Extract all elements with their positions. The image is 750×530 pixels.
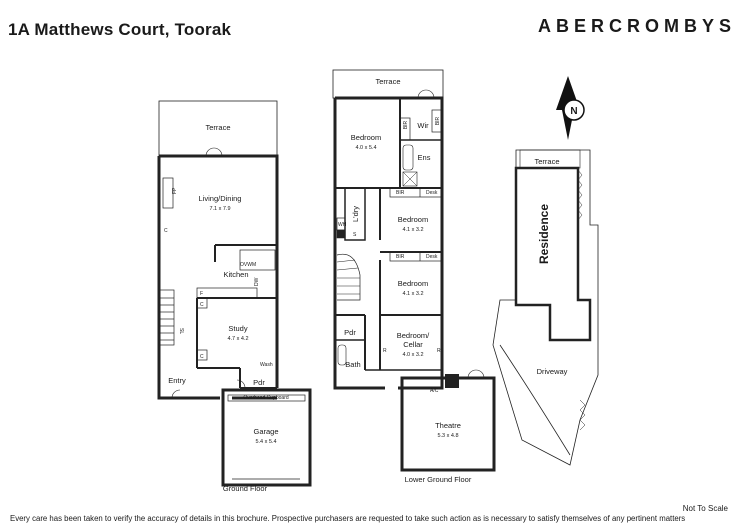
- gf-overhead-label: Overhead Cupboard: [243, 395, 289, 401]
- site-driveway-edge: [499, 344, 571, 456]
- north-arrow-icon: N: [556, 76, 585, 140]
- gf-ovwm-label: OVWM: [240, 262, 256, 268]
- disclaimer-text: Every care has been taken to verify the …: [10, 514, 686, 523]
- lg-bir3-label: BIR: [403, 120, 409, 129]
- lg-wh-label: WH: [338, 222, 347, 228]
- gf-living-label: Living/Dining: [199, 194, 242, 203]
- agency-logo: ABERCROMBYS: [537, 16, 736, 36]
- lg-theatre-label: Theatre: [435, 421, 461, 430]
- gf-entry-door: [171, 389, 181, 399]
- lg-bir1-label: BIR: [396, 190, 405, 196]
- gf-cupboard-1: [196, 297, 208, 309]
- gf-sl-label: SL: [178, 328, 184, 334]
- lg-bir2-label: BIR: [396, 254, 405, 260]
- gf-garage-label: Garage: [253, 427, 278, 436]
- lg-wir-label: Wir: [417, 121, 429, 130]
- lg-desk2-label: Desk: [426, 254, 438, 260]
- gf-kitchen-bench: [196, 287, 258, 299]
- lg-bedroom3-label: Bedroom: [398, 279, 428, 288]
- gf-c2-label: C: [200, 354, 204, 360]
- gf-stairs: [159, 289, 175, 346]
- lg-r1-label: R: [383, 348, 387, 354]
- site-residence-label: Residence: [537, 204, 551, 264]
- lg-desk1-label: Desk: [426, 190, 438, 196]
- site-boundary: [492, 149, 599, 466]
- not-to-scale-note: Not To Scale: [682, 504, 728, 513]
- lg-r2-label: R: [437, 348, 441, 354]
- site-terrace: [519, 149, 581, 169]
- lg-bath-label: Bath: [345, 360, 360, 369]
- gf-wash-label: Wash: [260, 362, 273, 368]
- lg-bir-3: [399, 117, 411, 141]
- site-residence: [514, 166, 592, 342]
- gf-cupboard-2: [196, 349, 208, 361]
- lg-laundry: [344, 187, 366, 241]
- lg-ldry-label: L'dry: [351, 206, 360, 222]
- lg-ens-bath: [402, 144, 414, 171]
- gf-garage-dim: 5.4 x 5.4: [255, 439, 276, 445]
- lg-bedroom4-dim: 4.0 x 3.2: [402, 352, 423, 358]
- lg-bedroom1-dim: 4.0 x 5.4: [355, 145, 376, 151]
- property-title: 1A Matthews Court, Toorak: [8, 20, 232, 39]
- lower-ground-floor-plan: [332, 69, 496, 472]
- ground-floor-caption: Ground Floor: [223, 484, 268, 493]
- gf-c1-label: C: [200, 302, 204, 308]
- site-vegetation: [577, 169, 586, 431]
- lg-ac-label: A/C: [430, 388, 439, 394]
- lg-theatre-door: [467, 369, 485, 379]
- gf-kitchen-island: [239, 249, 276, 271]
- lg-bir-4: [431, 109, 443, 133]
- lg-bedroom4-label: Bedroom/: [397, 331, 430, 340]
- lg-wh-block: [336, 229, 346, 239]
- site-terrace-label: Terrace: [534, 157, 559, 166]
- gf-c3-label: C: [164, 228, 168, 234]
- lg-bedroom2-dim: 4.1 x 3.2: [402, 227, 423, 233]
- lg-ac-block: [445, 374, 459, 388]
- lg-theatre-dim: 5.3 x 4.8: [437, 433, 458, 439]
- gf-study-dim: 4.7 x 4.2: [227, 336, 248, 342]
- gf-terrace-label: Terrace: [205, 123, 230, 132]
- lg-outer-wall: [333, 96, 444, 390]
- ground-floor-plan: [157, 100, 312, 487]
- lg-ens-label: Ens: [418, 153, 431, 162]
- lg-bir4-label: BIR: [435, 116, 441, 125]
- gf-kitchen-label: Kitchen: [223, 270, 248, 279]
- gf-outer-wall: [157, 154, 279, 400]
- gf-dw-label: DW: [254, 277, 260, 286]
- lg-bedroom2-label: Bedroom: [398, 215, 428, 224]
- lower-ground-floor-caption: Lower Ground Floor: [405, 475, 472, 484]
- gf-terrace-door: [205, 147, 223, 157]
- gf-fp-label: FP: [172, 187, 178, 194]
- gf-overhead-cupboard: [227, 394, 306, 402]
- gf-garage-wall: [221, 388, 312, 487]
- gf-entry-label: Entry: [168, 376, 186, 385]
- lg-ens-shower: [402, 171, 418, 187]
- lg-bedroom4b-label: Cellar: [403, 340, 423, 349]
- lg-terrace-door: [417, 89, 435, 99]
- lg-s-label: S: [353, 232, 357, 238]
- lg-bir-desk-2: [389, 251, 443, 262]
- north-label: N: [570, 106, 577, 117]
- site-plan: [492, 149, 599, 466]
- gf-pdr-label: Pdr: [253, 378, 265, 387]
- lg-bedroom1-label: Bedroom: [351, 133, 381, 142]
- lg-bedroom3-dim: 4.1 x 3.2: [402, 291, 423, 297]
- site-driveway-label: Driveway: [537, 367, 568, 376]
- lg-bath-tub: [337, 344, 347, 366]
- lg-bir-desk-1: [389, 187, 443, 198]
- gf-living-dim: 7.1 x 7.9: [209, 206, 230, 212]
- lg-terrace-label: Terrace: [375, 77, 400, 86]
- gf-pdr-door: [236, 379, 246, 389]
- lg-stairs: [336, 253, 361, 301]
- gf-fireplace: [162, 177, 174, 209]
- lg-pdr-label: Pdr: [344, 328, 356, 337]
- gf-f-label: F: [200, 291, 203, 297]
- gf-study-label: Study: [228, 324, 247, 333]
